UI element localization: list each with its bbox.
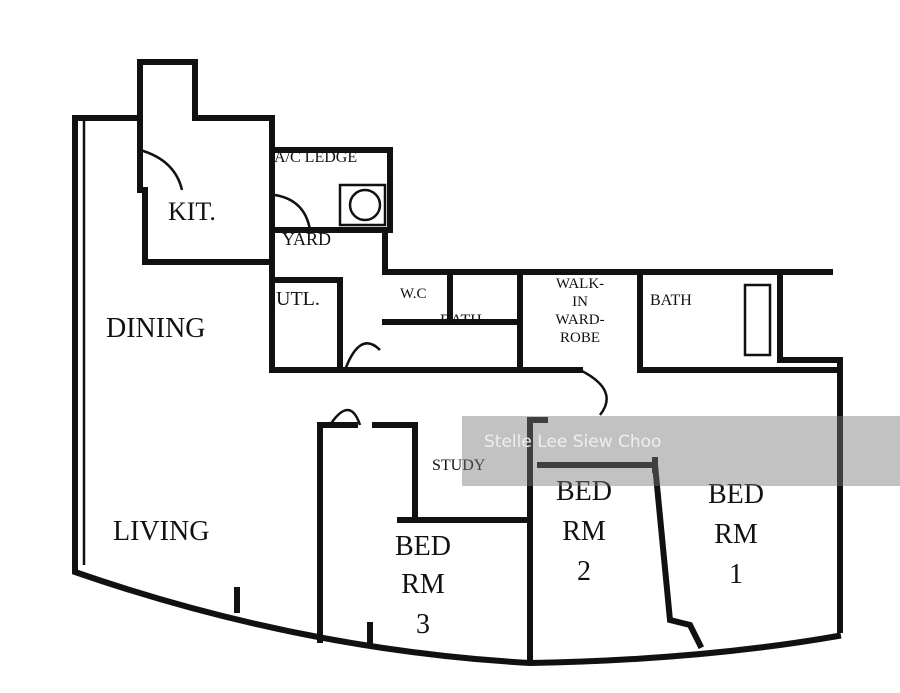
label-bedroom2: BED RM 2 bbox=[556, 476, 612, 587]
label-line: IN bbox=[572, 294, 588, 310]
exterior-wall bbox=[72, 115, 842, 667]
label-wc: W.C bbox=[400, 286, 427, 302]
label-line: RM bbox=[562, 516, 606, 547]
label-bedroom3: BED RM 3 bbox=[395, 531, 451, 640]
label-line: BED bbox=[556, 476, 612, 507]
watermark-text: Stelle Lee Siew Choo bbox=[484, 432, 662, 452]
washer bbox=[338, 183, 387, 227]
label-utility: UTL. bbox=[276, 288, 320, 310]
watermark: Stelle Lee Siew Choo bbox=[462, 416, 900, 486]
label-line: RM bbox=[401, 569, 445, 600]
label-study: STUDY bbox=[432, 457, 486, 474]
master-bath-wall bbox=[637, 269, 843, 633]
utility-wall bbox=[269, 277, 343, 373]
label-dining: DINING bbox=[106, 313, 206, 344]
label-line: RM bbox=[714, 519, 758, 550]
bathtub bbox=[743, 283, 772, 357]
label-line: ROBE bbox=[560, 330, 600, 346]
bedroom2-wall bbox=[527, 417, 548, 663]
label-bath-common: BATH bbox=[440, 312, 482, 329]
label-ac-ledge: A/C LEDGE bbox=[274, 149, 357, 166]
ac-ledge-wall bbox=[269, 147, 393, 233]
mullion bbox=[234, 587, 373, 648]
label-bath-master: BATH bbox=[650, 292, 692, 309]
bedroom3-wall bbox=[317, 422, 528, 643]
label-living: LIVING bbox=[113, 516, 209, 547]
label-yard: YARD bbox=[282, 229, 331, 249]
label-line: BED bbox=[708, 479, 764, 510]
label-line: WALK- bbox=[556, 276, 604, 292]
door-swing bbox=[139, 148, 312, 231]
toilet-icon bbox=[348, 188, 382, 222]
kitchen-wall bbox=[72, 59, 275, 265]
label-line: BED bbox=[395, 531, 451, 562]
label-line: 3 bbox=[416, 609, 430, 640]
label-walk-in-wardrobe: WALK- IN WARD- ROBE bbox=[555, 276, 604, 346]
bath-wall bbox=[382, 269, 523, 325]
label-bedroom1: BED RM 1 bbox=[708, 479, 764, 590]
label-line: 2 bbox=[577, 556, 591, 587]
label-line: 1 bbox=[729, 559, 743, 590]
label-kitchen: KIT. bbox=[168, 197, 216, 226]
bedroom1-wall bbox=[537, 457, 705, 650]
label-line: WARD- bbox=[555, 312, 604, 328]
door-swing bbox=[328, 342, 608, 426]
